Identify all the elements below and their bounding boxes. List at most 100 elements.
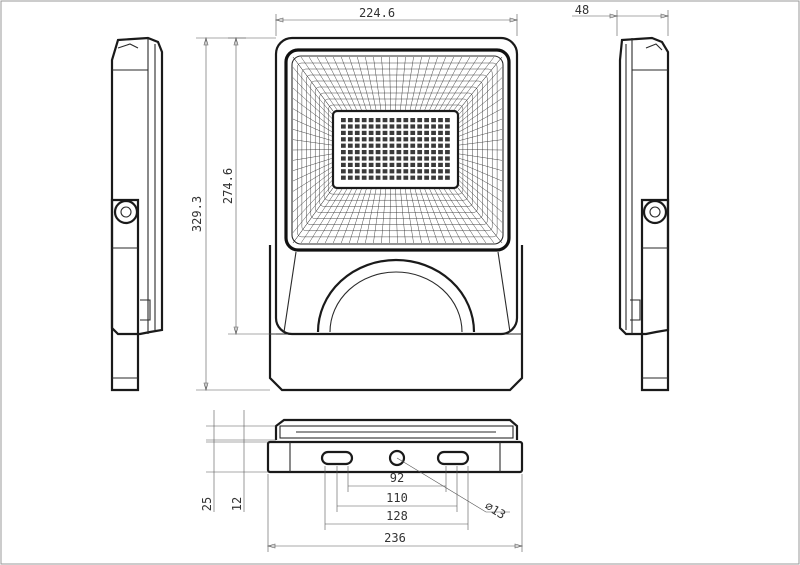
led-chip <box>438 169 443 174</box>
led-chip <box>396 137 402 142</box>
led-chip <box>347 169 353 174</box>
mesh-line <box>433 56 463 112</box>
mesh-line <box>428 56 454 112</box>
bottom-view <box>266 418 524 474</box>
led-chip <box>389 169 395 174</box>
dim-side-depth: 48 <box>575 3 589 17</box>
mesh-line <box>457 179 503 223</box>
mesh-line <box>341 56 363 112</box>
mesh-line <box>308 187 343 244</box>
led-chip <box>403 137 409 142</box>
led-chip <box>389 156 395 161</box>
led-chip <box>389 118 395 123</box>
mesh-line <box>395 56 398 112</box>
led-chip <box>354 118 360 123</box>
led-chip <box>403 169 409 174</box>
led-chip <box>403 143 409 148</box>
housing-outline <box>274 36 519 336</box>
mesh-line <box>389 56 391 112</box>
mesh-line <box>292 56 334 112</box>
mesh-line <box>292 108 334 133</box>
led-chip <box>445 137 450 142</box>
dim-overall-width: 236 <box>384 531 406 545</box>
led-chip <box>347 124 353 129</box>
led-chip <box>438 118 443 123</box>
led-chip <box>403 150 409 155</box>
led-chip <box>438 130 443 135</box>
led-chip <box>347 137 353 142</box>
led-chip <box>431 175 436 180</box>
mesh-line <box>349 56 367 112</box>
led-chip <box>347 143 353 148</box>
led-chip <box>396 175 402 180</box>
led-chip <box>431 150 436 155</box>
led-chip <box>403 118 409 123</box>
led-chip <box>431 143 436 148</box>
mesh-line <box>457 98 503 129</box>
led-chip <box>361 150 367 155</box>
led-chip <box>389 130 395 135</box>
led-chip <box>424 137 429 142</box>
led-chip <box>361 143 367 148</box>
mesh-line <box>457 187 503 244</box>
led-chip <box>375 156 381 161</box>
mesh-line <box>428 187 454 244</box>
slot-left <box>320 450 354 466</box>
led-chip <box>382 143 388 148</box>
led-chip <box>424 169 429 174</box>
mesh-line <box>332 56 358 112</box>
led-chip <box>445 118 450 123</box>
mesh-line <box>381 56 387 112</box>
led-chip <box>341 169 346 174</box>
led-chip <box>396 162 402 167</box>
led-chip <box>438 137 443 142</box>
led-chip <box>403 162 409 167</box>
led-chip <box>347 118 353 123</box>
led-chip <box>389 143 395 148</box>
led-chip <box>438 124 443 129</box>
led-chip <box>410 169 416 174</box>
mesh-line <box>414 187 430 244</box>
led-chip <box>396 130 402 135</box>
led-chip <box>389 137 395 142</box>
led-chip <box>410 118 416 123</box>
led-chip <box>354 130 360 135</box>
mesh-line <box>395 187 398 244</box>
led-chip <box>438 175 443 180</box>
led-chip <box>417 118 423 123</box>
mesh-ring <box>297 62 498 238</box>
led-chip <box>341 150 346 155</box>
led-chip <box>396 156 402 161</box>
mesh-line <box>457 183 503 233</box>
led-chip <box>361 169 367 174</box>
led-chip <box>341 118 346 123</box>
mesh-line <box>404 56 414 112</box>
led-chip <box>382 169 388 174</box>
mesh-line <box>448 187 487 244</box>
right-pivot-bolt <box>642 199 668 225</box>
mesh-line <box>292 87 334 125</box>
mesh-line <box>324 56 353 112</box>
led-chip <box>361 156 367 161</box>
led-chip <box>354 169 360 174</box>
left-side-view <box>110 36 164 392</box>
mesh-line <box>292 118 334 137</box>
mesh-line <box>457 170 503 202</box>
led-chip <box>361 124 367 129</box>
led-chip <box>417 175 423 180</box>
led-chip <box>361 175 367 180</box>
led-chip <box>382 156 388 161</box>
mesh-line <box>292 183 334 233</box>
mesh-line <box>292 170 334 202</box>
led-chip <box>382 137 388 142</box>
led-chip <box>445 150 450 155</box>
led-chip <box>368 124 374 129</box>
dim-housing-height: 274.6 <box>221 168 235 204</box>
mesh-line <box>457 166 503 192</box>
mesh-line <box>373 187 382 244</box>
cooling-arch <box>316 258 476 333</box>
led-chip <box>445 162 450 167</box>
mesh-line <box>332 187 358 244</box>
mesh-line <box>365 187 377 244</box>
